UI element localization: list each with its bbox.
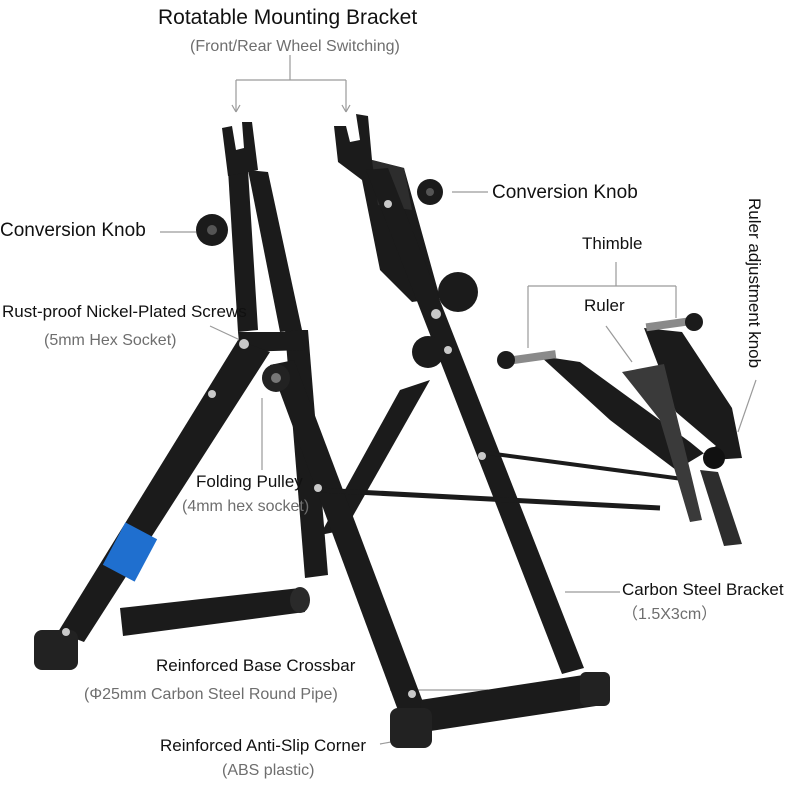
ruler-label: Ruler	[584, 296, 625, 315]
conversion-knobs	[196, 179, 443, 246]
ruler-arm	[540, 328, 742, 546]
knob-right-label: Conversion Knob	[492, 182, 638, 203]
carbon-title: Carbon Steel Bracket	[622, 580, 784, 599]
front-leg	[58, 340, 270, 642]
screws-subtitle: (5mm Hex Socket)	[44, 332, 177, 349]
anti-slip-corner-front	[390, 708, 432, 748]
screws-title: Rust-proof Nickel-Plated Screws	[2, 302, 247, 321]
thimbles	[497, 313, 703, 369]
right-upright	[270, 168, 584, 732]
knob-left-label: Conversion Knob	[0, 220, 146, 241]
pulley-title: Folding Pulley	[196, 472, 303, 491]
carbon-subtitle: （1.5X3cm）	[622, 606, 718, 623]
front-crossbar	[34, 630, 610, 748]
brand-decal	[102, 522, 158, 582]
anti-slip-corner-left	[34, 630, 78, 670]
mount-title: Rotatable Mounting Bracket	[158, 6, 418, 29]
mount-subtitle: (Front/Rear Wheel Switching)	[190, 38, 400, 55]
ruler-knob-label: Ruler adjustment knob	[745, 198, 764, 369]
corner-title: Reinforced Anti-Slip Corner	[160, 736, 366, 755]
anti-slip-corner-right	[580, 672, 610, 706]
crossbar-subtitle: (Φ25mm Carbon Steel Round Pipe)	[84, 686, 338, 703]
ruler-scale	[622, 364, 702, 522]
corner-subtitle: (ABS plastic)	[222, 762, 315, 779]
rear-crossbar	[120, 587, 310, 636]
pulley-subtitle: (4mm hex socket)	[182, 498, 310, 515]
crossbar-title: Reinforced Base Crossbar	[156, 656, 356, 675]
left-mount-bracket	[222, 122, 258, 176]
thimble-label: Thimble	[582, 234, 643, 253]
left-uprights	[228, 170, 305, 352]
carbon-steel-tie-rod	[317, 450, 691, 511]
ruler-adjustment-knob	[703, 447, 725, 469]
hardware	[62, 200, 486, 698]
